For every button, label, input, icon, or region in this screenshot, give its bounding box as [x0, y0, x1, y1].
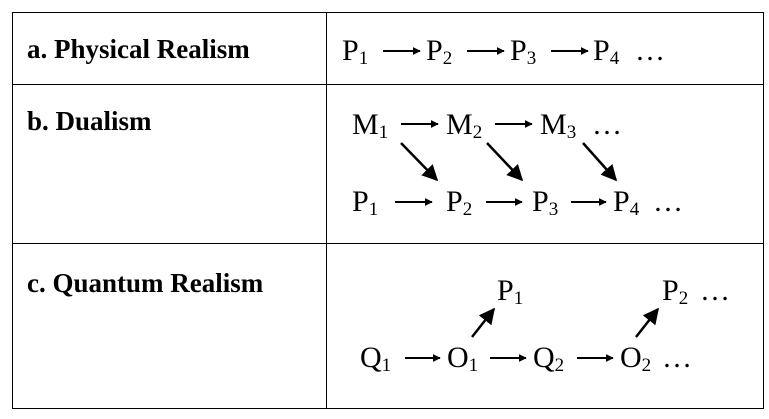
a-term-3: P3	[510, 34, 537, 69]
arrow-b-diag-3	[582, 142, 618, 182]
c-main-4: O2	[620, 341, 652, 376]
a-term-2: P2	[426, 34, 453, 69]
column-divider	[326, 12, 327, 409]
row-divider-2	[12, 243, 764, 244]
b-mental-1: M1	[352, 108, 389, 143]
b-physical-1: P1	[352, 185, 379, 220]
b-mental-3: M3	[540, 108, 577, 143]
table-frame	[12, 12, 764, 409]
b-physical-4: P4	[613, 185, 640, 220]
row-label-dualism: b. Dualism	[27, 106, 152, 136]
arrow-b-diag-2	[486, 142, 524, 182]
arrow-b-diag-1	[400, 142, 439, 182]
b-physical-2: P2	[446, 185, 473, 220]
a-term-1: P1	[342, 34, 369, 69]
a-ellipsis: …	[635, 34, 665, 67]
arrow-c-up-2	[635, 307, 659, 338]
c-main-ellipsis: …	[662, 341, 692, 374]
b-mental-ellipsis: …	[592, 108, 622, 141]
b-physical-ellipsis: …	[653, 185, 683, 218]
c-main-3: Q2	[533, 341, 565, 376]
c-output-ellipsis: …	[700, 274, 730, 307]
c-main-2: O1	[447, 341, 479, 376]
b-mental-2: M2	[446, 108, 483, 143]
row-label-physical-realism: a. Physical Realism	[27, 34, 250, 64]
a-term-4: P4	[593, 34, 620, 69]
c-output-2: P2	[662, 274, 689, 309]
row-label-quantum-realism: c. Quantum Realism	[27, 268, 264, 298]
arrow-c-up-1	[471, 307, 495, 338]
c-main-1: Q1	[360, 341, 392, 376]
b-physical-3: P3	[532, 185, 559, 220]
row-divider-1	[12, 84, 764, 85]
c-output-1: P1	[497, 274, 524, 309]
